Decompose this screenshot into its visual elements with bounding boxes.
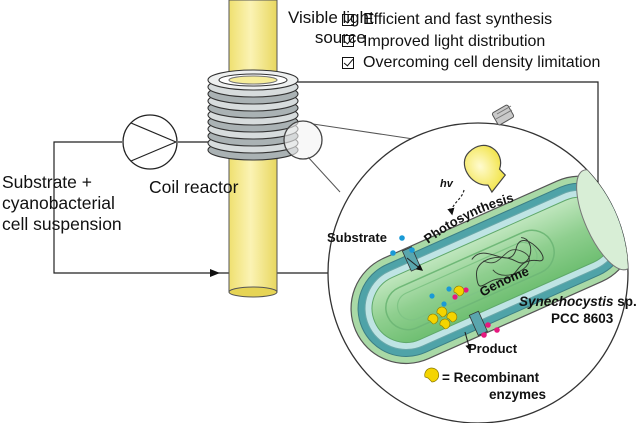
legend-label: = Recombinant — [442, 370, 540, 385]
legend-enzyme-icon — [424, 367, 440, 383]
light-bulb-icon — [463, 104, 515, 194]
magnifier-lines — [307, 123, 421, 193]
coil-reactor-label: Coil reactor — [149, 177, 239, 197]
feed-label: Substrate + cyanobacterial cell suspensi… — [2, 172, 122, 235]
feed-label-line: cyanobacterial — [2, 193, 115, 213]
intracellular-molecules — [429, 286, 469, 307]
legend-label-line2: enzymes — [489, 387, 547, 402]
hv-label: hv — [440, 178, 453, 190]
benefit-text: Overcoming cell density limitation — [363, 54, 601, 71]
flow-loop — [53, 81, 599, 274]
checkbox-icon — [342, 35, 354, 48]
product-arrow — [464, 331, 472, 352]
product-label: Product — [468, 341, 518, 356]
substrate-molecules — [390, 235, 415, 256]
coil-reactor-icon — [207, 69, 299, 161]
benefit-list: Efficient and fast synthesis Improved li… — [342, 9, 600, 74]
feed-label-line: Substrate + — [2, 172, 92, 192]
benefit-text: Improved light distribution — [363, 32, 546, 50]
hv-arrow — [447, 189, 465, 216]
enzyme-icons — [427, 285, 465, 330]
benefit-text: Efficient and fast synthesis — [363, 11, 553, 28]
substrate-arrow — [406, 257, 424, 271]
benefit-item: Efficient and fast synthesis — [342, 9, 600, 31]
pump-icon — [122, 114, 178, 170]
organism-label: Synechocystis sp. — [519, 294, 637, 310]
flow-arrow-icon — [210, 269, 220, 277]
strain-label: PCC 8603 — [551, 311, 614, 326]
magnifier-small-circle — [283, 120, 323, 160]
benefit-item: Overcoming cell density limitation — [342, 52, 600, 74]
checkbox-icon — [342, 56, 354, 69]
cyanobacterium-cell — [350, 169, 628, 365]
organism-suffix: sp. — [613, 294, 637, 309]
feed-label-line: cell suspension — [2, 214, 122, 234]
product-molecules — [481, 322, 500, 338]
benefit-item: Improved light distribution — [342, 31, 600, 53]
organism-genus: Synechocystis — [519, 294, 614, 309]
substrate-label: Substrate — [327, 230, 387, 245]
checkbox-icon — [342, 13, 354, 26]
